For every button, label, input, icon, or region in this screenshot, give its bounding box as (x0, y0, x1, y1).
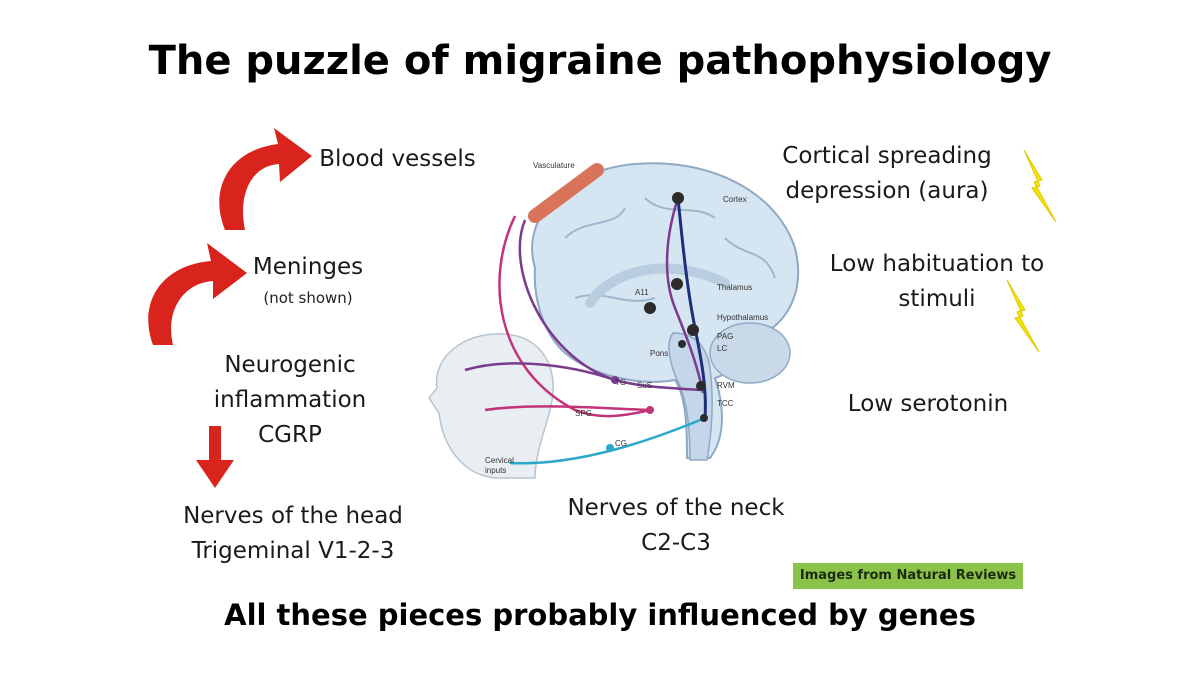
brain-label-tg: TG (615, 378, 626, 387)
blood-vessels-arrow-icon (219, 128, 312, 230)
meninges-arrow-icon (148, 243, 247, 345)
brain-label-a11: A11 (635, 288, 649, 297)
label-neurogenic-line2: inflammation (213, 387, 367, 413)
image-credit-badge: Images from Natural Reviews (793, 563, 1023, 589)
brain-label-vasculature: Vasculature (533, 161, 575, 170)
label-habituation-line1: Low habituation to (829, 251, 1045, 277)
label-low-serotonin: Low serotonin (847, 391, 1009, 417)
brain-label-pag: PAG (717, 332, 733, 341)
label-neurogenic: Neurogenic inflammation CGRP (190, 348, 390, 453)
label-csd-line1: Cortical spreading (782, 143, 992, 169)
brain-illustration: Vasculature Cortex A11 Thalamus Hypothal… (428, 161, 800, 479)
label-neck-nerves: Nerves of the neck C2-C3 (545, 491, 807, 561)
brain-label-lc: LC (717, 344, 727, 353)
brain-label-tcc: TCC (717, 399, 734, 408)
page-title: The puzzle of migraine pathophysiology (148, 38, 1052, 84)
label-meninges: Meninges (252, 254, 364, 280)
lightning-bolt-icon (1023, 150, 1057, 222)
label-habituation-line2: stimuli (898, 286, 976, 312)
label-neurogenic-line3: CGRP (258, 422, 322, 448)
label-blood-vessels: Blood vessels (319, 146, 476, 172)
label-head-nerves-line2: Trigeminal V1-2-3 (191, 538, 395, 564)
label-head-nerves: Nerves of the head Trigeminal V1-2-3 (162, 499, 424, 569)
brain-label-sus: SuS (637, 381, 652, 390)
vasculature-vessel (528, 163, 604, 223)
brain-label-cg: CG (615, 439, 627, 448)
lightning-bolt-icon (1006, 280, 1040, 352)
label-meninges-note: (not shown) (263, 289, 353, 307)
brain-label-spg: SPG (575, 409, 592, 418)
brain-label-cervical-line1: Cervical (485, 456, 514, 465)
label-cortical-spreading-depression: Cortical spreading depression (aura) (758, 139, 1016, 209)
brain-label-rvm: RVM (717, 381, 735, 390)
brain-label-cortex: Cortex (723, 195, 747, 204)
down-arrow-icon (196, 426, 234, 488)
footer-caption: All these pieces probably influenced by … (224, 598, 976, 632)
brain-label-thalamus: Thalamus (717, 283, 752, 292)
brain-label-cervical-line2: inputs (485, 466, 506, 475)
head-silhouette (428, 333, 554, 479)
label-neurogenic-line1: Neurogenic (224, 352, 356, 378)
brain-label-hypothalamus: Hypothalamus (717, 313, 768, 322)
label-csd-line2: depression (aura) (785, 178, 989, 204)
label-head-nerves-line1: Nerves of the head (183, 503, 403, 529)
label-neck-line1: Nerves of the neck (567, 495, 785, 521)
label-low-habituation: Low habituation to stimuli (808, 247, 1066, 317)
brain-label-pons: Pons (650, 349, 668, 358)
label-neck-line2: C2-C3 (641, 530, 711, 556)
